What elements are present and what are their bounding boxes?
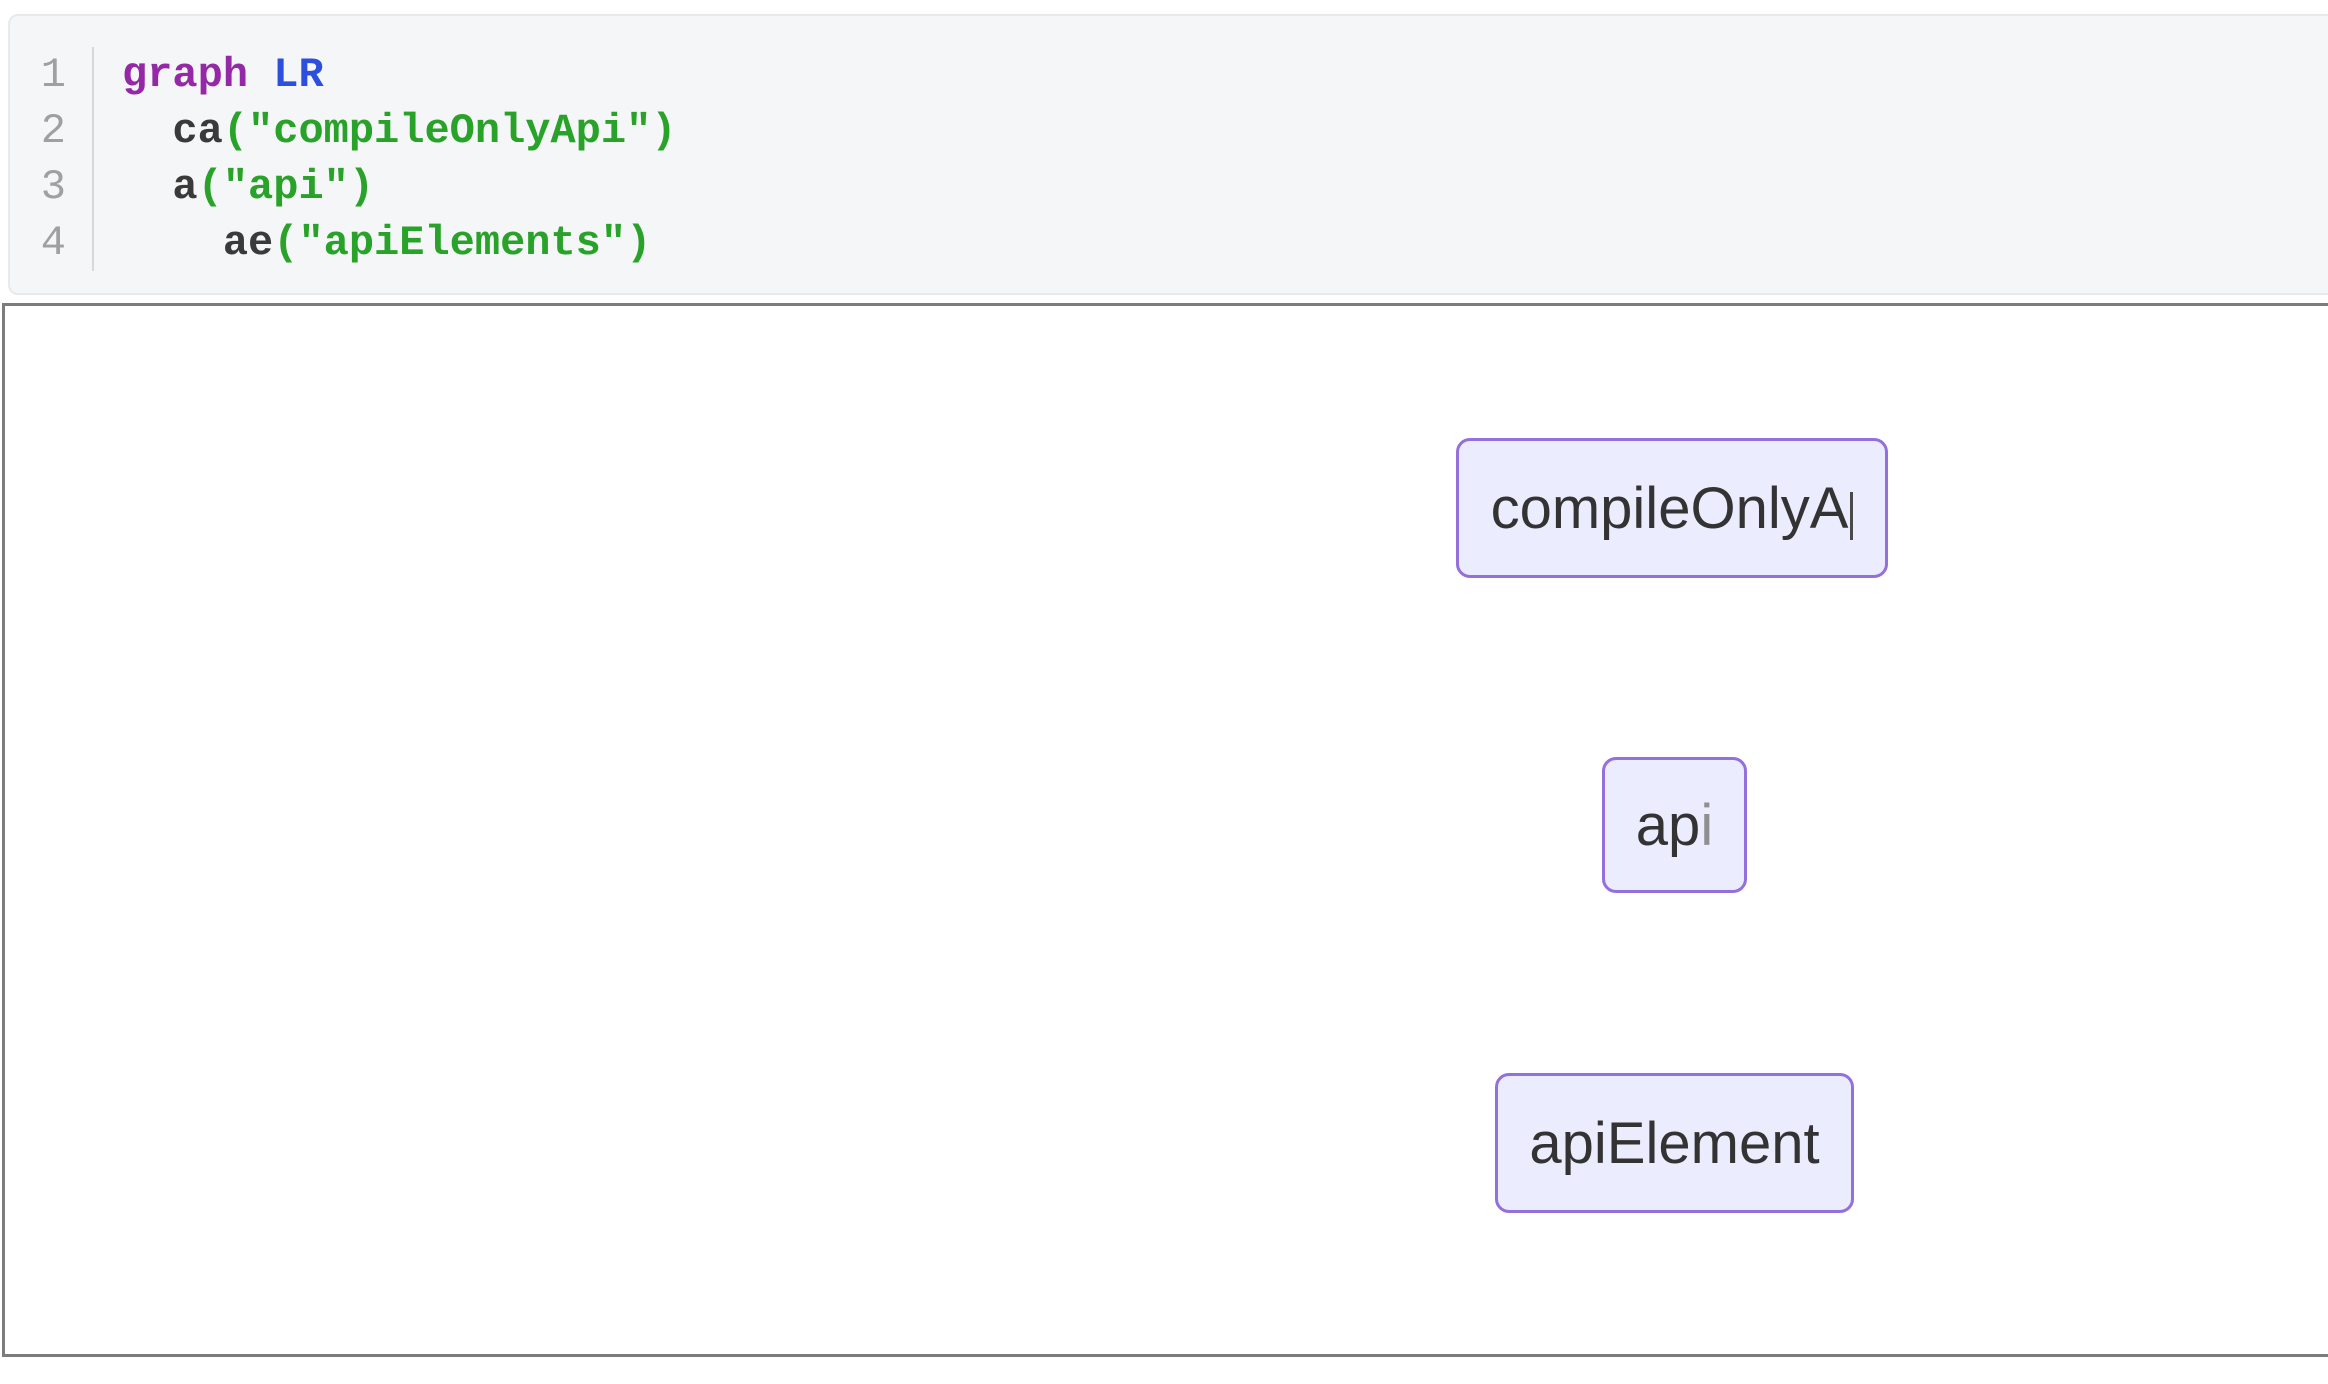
node-label: ap xyxy=(1635,792,1701,858)
line-number: 1 xyxy=(10,47,94,103)
code-token: ae xyxy=(122,219,274,267)
code-line: 4 ae("apiElements") xyxy=(10,215,2328,271)
node-label: compileOnlyA xyxy=(1490,475,1849,541)
code-token: ("apiElements") xyxy=(273,219,652,267)
clipped-letter-stem xyxy=(1850,492,1854,540)
node-label-faint: i xyxy=(1700,792,1714,858)
node-label: apiElement xyxy=(1529,1110,1820,1176)
code-text: ca("compileOnlyApi") xyxy=(94,103,677,159)
code-text: a("api") xyxy=(94,159,374,215)
code-token: ca xyxy=(122,107,223,155)
code-token: ("compileOnlyApi") xyxy=(222,107,677,155)
line-number: 3 xyxy=(10,159,94,215)
code-line: 3 a("api") xyxy=(10,159,2328,215)
code-line: 2 ca("compileOnlyApi") xyxy=(10,103,2328,159)
line-number: 4 xyxy=(10,215,94,271)
code-token xyxy=(248,51,273,99)
code-text: graph LR xyxy=(94,47,324,103)
line-number: 2 xyxy=(10,103,94,159)
code-token: graph xyxy=(122,51,249,99)
code-text: ae("apiElements") xyxy=(94,215,651,271)
flowchart-node-ae: apiElement xyxy=(1495,1073,1854,1213)
code-token: ("api") xyxy=(197,163,375,211)
code-token: LR xyxy=(273,51,324,99)
code-token: a xyxy=(122,163,198,211)
flowchart-node-ca: compileOnlyA xyxy=(1456,438,1888,578)
